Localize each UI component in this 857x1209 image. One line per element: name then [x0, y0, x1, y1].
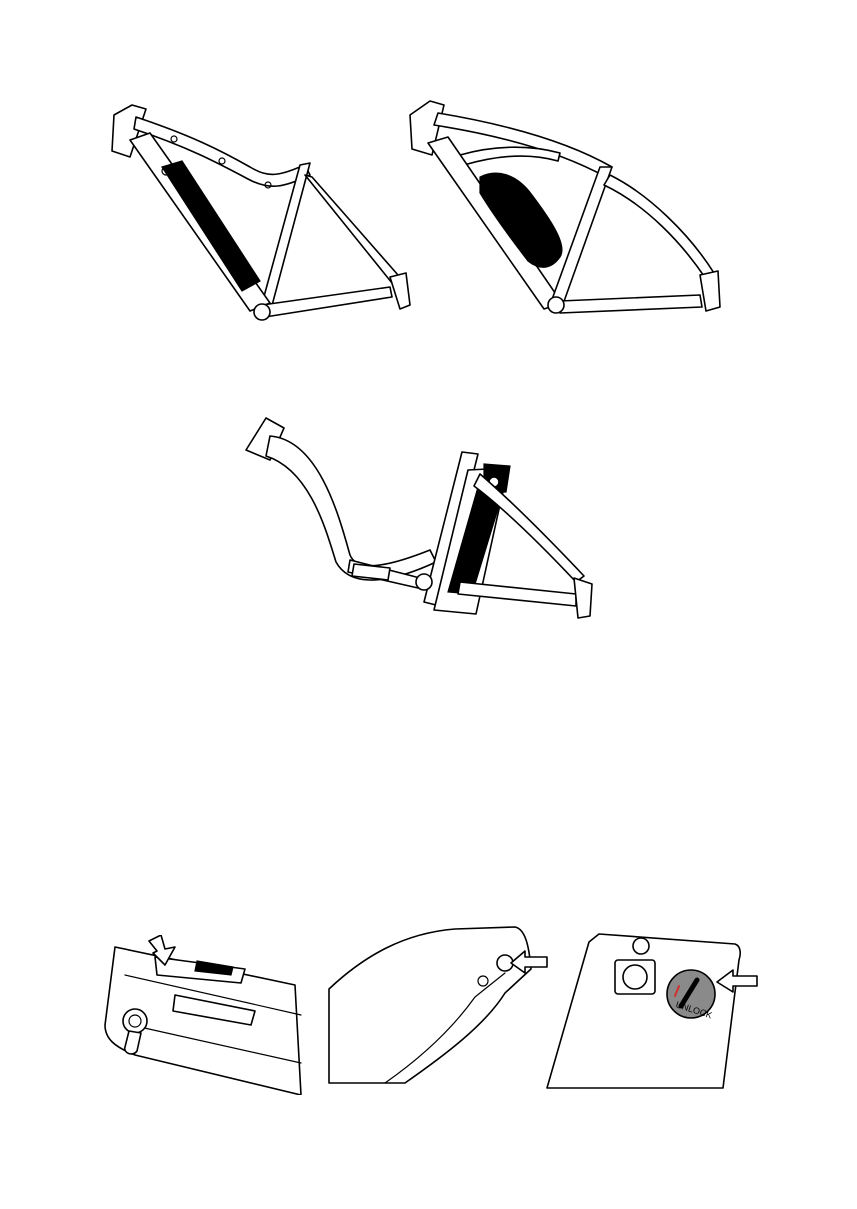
- chain-stay: [262, 287, 392, 317]
- battery: [162, 161, 260, 291]
- detail-battery-unlock-figure: UNLOCK: [545, 930, 765, 1090]
- detail-battery-key-lock-figure: [95, 935, 305, 1095]
- frame-downtube-battery-figure: [100, 95, 420, 330]
- detail-frame-lock-pin-drawing: [325, 925, 555, 1085]
- chain-stay: [560, 295, 702, 313]
- power-button-circle: [623, 965, 647, 989]
- detail-frame-lock-pin-figure: [325, 925, 555, 1085]
- frame-downtube-battery-drawing: [100, 95, 420, 330]
- bottom-bracket: [416, 574, 432, 590]
- rear-dropout: [700, 271, 720, 311]
- seat-stay: [604, 175, 714, 279]
- detail-battery-key-lock-drawing: [95, 935, 305, 1095]
- frame-integrated-battery-drawing: [400, 95, 730, 330]
- seat-stay: [305, 175, 398, 283]
- stepthrough-frame-battery-figure: [240, 410, 620, 635]
- frame-outline: [329, 927, 531, 1083]
- key-lock: [123, 1009, 147, 1033]
- detail-battery-unlock-drawing: UNLOCK: [545, 930, 765, 1090]
- frame-brace: [460, 147, 560, 165]
- rear-dropout: [574, 578, 592, 618]
- release-button: [633, 938, 649, 954]
- bottom-bracket: [254, 304, 270, 320]
- stepthrough-frame-battery-drawing: [240, 410, 620, 635]
- main-tube: [266, 436, 436, 580]
- frame-integrated-battery-figure: [400, 95, 730, 330]
- bottom-bracket: [548, 297, 564, 313]
